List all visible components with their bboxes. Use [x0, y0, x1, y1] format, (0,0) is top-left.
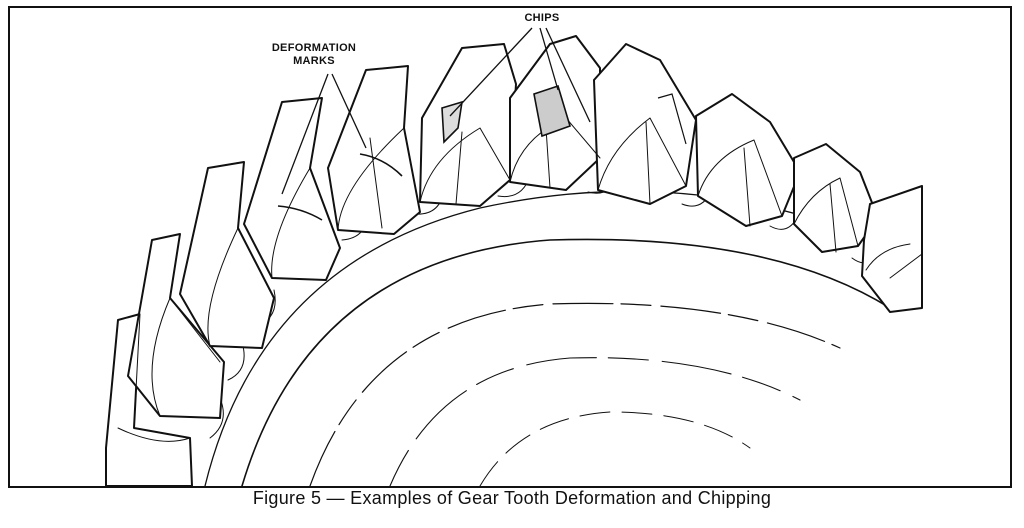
- tooth-4: [243, 97, 341, 281]
- deformation-marks-callout: DEFORMATION MARKS: [254, 42, 374, 68]
- callout-leaders: [281, 27, 591, 195]
- defect-marks: [277, 84, 687, 221]
- leader-deformation-1: [281, 73, 329, 195]
- tooth-faces: [117, 117, 923, 442]
- deformation-mark-1: [277, 205, 323, 221]
- tooth-1: [105, 313, 193, 486]
- figure-caption: Figure 5 — Examples of Gear Tooth Deform…: [252, 488, 772, 508]
- hub-arc-core: [479, 411, 751, 486]
- chip-mark-1: [441, 100, 463, 144]
- gear-teeth: [105, 35, 923, 486]
- leader-chips-3: [545, 27, 591, 123]
- deformation-callout-line2: MARKS: [293, 55, 335, 67]
- figure-frame: DEFORMATION MARKS CHIPS: [8, 6, 1012, 488]
- deformation-callout-line1: DEFORMATION: [271, 42, 357, 54]
- tooth-8: [593, 43, 697, 205]
- gear-illustration: [105, 27, 923, 486]
- leader-deformation-2: [331, 73, 367, 149]
- hub-arc-mid: [309, 302, 841, 486]
- tooth-5: [327, 65, 421, 235]
- tooth-6: [419, 43, 517, 207]
- leader-chips-2: [539, 27, 559, 91]
- tooth-face-lines: [117, 117, 923, 442]
- hub-arc-inner: [389, 357, 801, 486]
- hub-arc-outer: [241, 238, 891, 486]
- leader-chips-1: [449, 27, 533, 117]
- chips-callout: CHIPS: [524, 12, 560, 24]
- chip-mark-3: [657, 93, 687, 145]
- chip-mark-2: [533, 84, 571, 138]
- deformation-mark-2: [359, 153, 403, 177]
